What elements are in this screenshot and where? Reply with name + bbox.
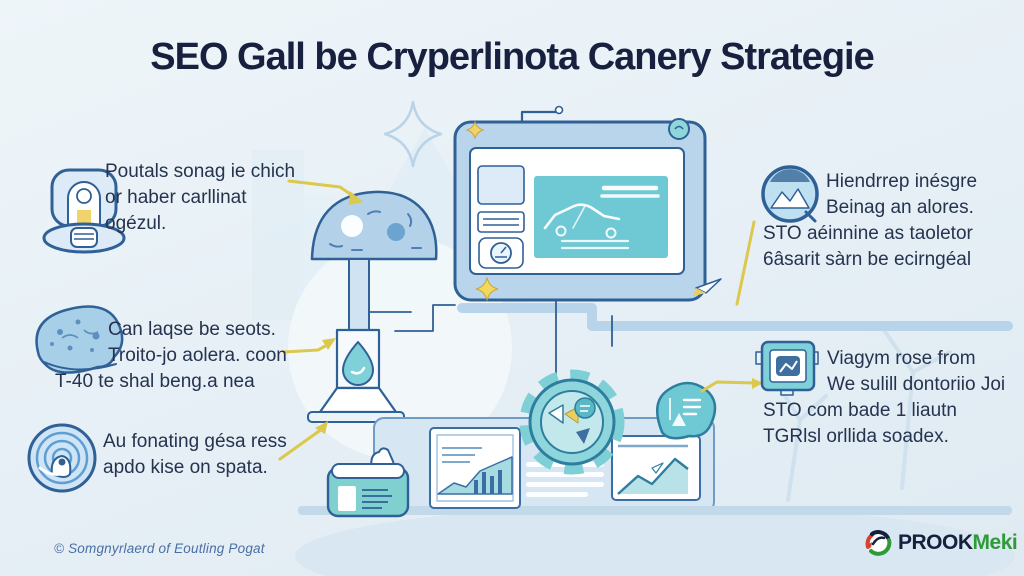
notes-box: [326, 447, 410, 518]
callout-line: STO aéinnine as taoletor: [763, 223, 973, 244]
callout-right-1: Hiendrrep inésgre Beinag an alores. STO …: [763, 169, 978, 273]
callout-line: 6âsarit sàrn be ecirngéal: [763, 249, 972, 270]
callout-line: T-40 te shal beng.a nea: [55, 371, 255, 392]
sparkle-icon: [383, 100, 443, 168]
callout-left-1: Poutals sonag ie chich or haber carllina…: [105, 159, 295, 237]
page-title: SEO Gall be Cryperlinota Canery Strategi…: [150, 36, 874, 78]
callout-line: Viagym rose from: [827, 348, 976, 369]
callout-line: Troito-jo aolera. coon: [108, 345, 287, 366]
sparkle-yellow-icons: [465, 120, 499, 302]
callout-line: We sulill dontoriio Joi: [827, 374, 1006, 395]
power-dot-icon: [668, 118, 690, 140]
callout-line: Poutals sonag ie chich: [105, 161, 296, 182]
funnel-flask: [307, 328, 405, 423]
bar-chart-card: [429, 427, 521, 509]
connector-lines: [278, 179, 763, 461]
callout-left-3: Au fonating gésa ress apdo kise on spata…: [103, 429, 287, 481]
sketch-car-icon: [543, 185, 660, 250]
callout-line: Hiendrrep inésgre: [826, 171, 978, 192]
brand-logo-icon: [865, 530, 892, 556]
target-rings-icon: [27, 423, 97, 493]
chat-blob-icon: [655, 381, 717, 440]
callout-line: Beinag an alores.: [826, 197, 974, 218]
callout-line: Au fonating gésa ress: [103, 431, 287, 452]
analytics-panel: [298, 369, 1012, 518]
brand-name-primary: PROOK: [898, 531, 973, 554]
monitor-screen: [453, 105, 707, 302]
antenna-icon: [520, 110, 556, 122]
callout-left-2: Can laqse be seots. Troito-jo aolera. co…: [55, 317, 287, 395]
gear-badge-icon: [519, 369, 625, 475]
callout-line: STO com bade 1 liautn: [763, 400, 957, 421]
connector-left-2: [282, 342, 331, 354]
lightbulb-device-icon: [42, 168, 126, 254]
image-circle-icon: [761, 165, 819, 223]
data-tree: [310, 190, 438, 333]
callout-line: apdo kise on spata.: [103, 457, 268, 478]
callout-line: or haber carllinat: [105, 187, 247, 208]
callout-line: Can laqse be seots.: [108, 319, 276, 340]
connector-left-3: [278, 427, 324, 461]
copyright-note: © Somgnyrlaerd of Eoutling Pogat: [54, 541, 265, 556]
connector-right-1: [735, 220, 756, 306]
water-drop-icon: [342, 341, 374, 386]
brand-logo: PROOKMeki: [862, 527, 1018, 559]
image-square-icon: [755, 340, 819, 396]
callout-right-2: Viagym rose from We sulill dontoriio Joi…: [763, 346, 1006, 450]
callout-line: ogézul.: [105, 213, 167, 234]
line-chart-card: [611, 435, 701, 501]
paper-plane-icon: [693, 278, 722, 296]
brain-globe-icon: [35, 305, 124, 374]
connector-right-2: [700, 380, 758, 393]
callout-line: TGRlsl orllida soadex.: [763, 426, 949, 447]
brand-name-secondary: Meki: [972, 531, 1018, 554]
